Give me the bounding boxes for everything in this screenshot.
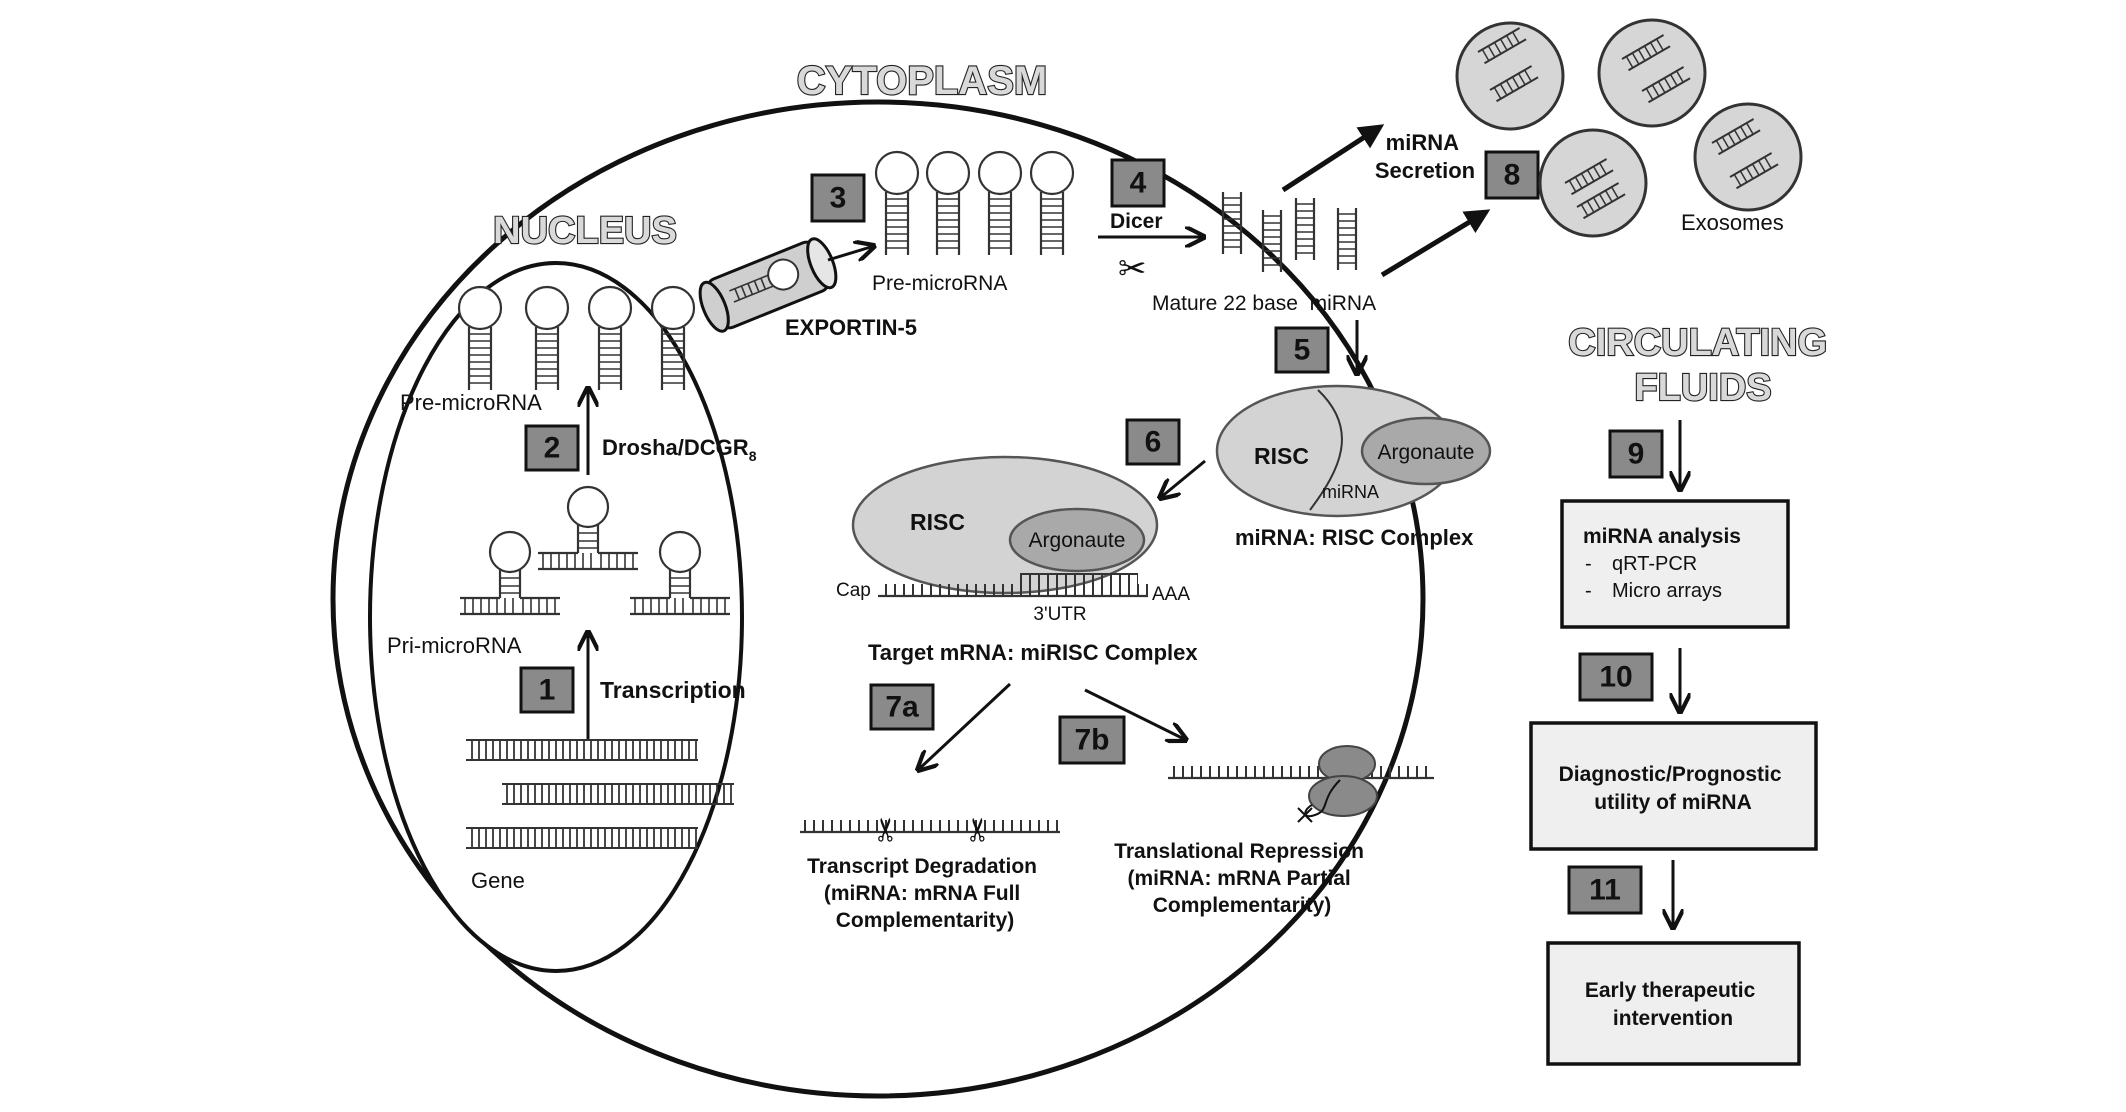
step-10-box: 10 — [1578, 652, 1654, 702]
exportin-5-channel — [698, 237, 838, 333]
step-3-box: 3 — [810, 173, 866, 223]
ribosome-small-subunit — [1308, 775, 1378, 817]
step-1-box: 1 — [519, 666, 575, 714]
svg-text:6: 6 — [1145, 426, 1162, 459]
exosome-3 — [1538, 128, 1648, 238]
diagnostic-utility-label: Diagnostic/Prognostic utility of miRNA — [1559, 763, 1788, 814]
diagnostic-utility-box — [1529, 721, 1818, 851]
svg-text:2: 2 — [544, 432, 561, 465]
step-7a-box: 7a — [869, 683, 935, 731]
argonaute-label-right: Argonaute — [1378, 441, 1475, 464]
degradation-label: Transcript Degradation (miRNA: mRNA Full… — [807, 855, 1043, 932]
drosha-label: Drosha/DCGR8 — [602, 435, 757, 464]
svg-text:7a: 7a — [885, 691, 919, 724]
step-3-arrow — [827, 246, 874, 260]
risc-complex-title: miRNA: RISC Complex — [1235, 525, 1474, 550]
gene-dna — [466, 739, 734, 849]
step-6-box: 6 — [1125, 418, 1181, 466]
step-4-box: 4 — [1110, 158, 1166, 208]
degraded-transcript — [800, 820, 1060, 834]
scissors-icon: ✂ — [867, 816, 905, 843]
scissors-icon: ✂ — [959, 816, 997, 843]
svg-text:9: 9 — [1628, 438, 1645, 471]
cap-label: Cap — [836, 580, 871, 601]
exosome-4 — [1693, 102, 1803, 212]
dicer-label: Dicer — [1110, 210, 1163, 233]
step-6-arrow — [1160, 459, 1206, 498]
aaa-label: AAA — [1152, 584, 1190, 605]
secretion-arrow-upper — [1281, 124, 1385, 193]
analysis-item-qrt-pcr: qRT-PCR — [1612, 553, 1697, 575]
step-7b-box: 7b — [1058, 715, 1126, 765]
step-11-box: 11 — [1567, 865, 1643, 915]
analysis-item-microarrays: Micro arrays — [1612, 580, 1722, 602]
pre-microrna-nucleus-label: Pre-microRNA — [400, 390, 542, 415]
step-2-box: 2 — [524, 424, 580, 472]
therapeutic-intervention-label: Early therapeutic intervention — [1585, 979, 1761, 1030]
svg-text:8: 8 — [1504, 159, 1521, 192]
gene-label: Gene — [471, 868, 525, 893]
risc-label-right: RISC — [1254, 443, 1309, 469]
mature-mirna-label: Mature 22 base miRNA — [1152, 292, 1376, 315]
svg-text:10: 10 — [1599, 661, 1632, 694]
circulating-fluids-title: CIRCULATING FLUIDS — [1568, 322, 1838, 409]
scissors-icon: ✂ — [1118, 249, 1147, 289]
mirna-small-label: miRNA — [1322, 482, 1379, 502]
therapeutic-intervention-box — [1546, 941, 1801, 1066]
analysis-bullet: - — [1585, 580, 1592, 602]
cytoplasm-label: CYTOPLASM — [797, 59, 1047, 103]
svg-text:5: 5 — [1294, 334, 1311, 367]
step-9-box: 9 — [1608, 429, 1664, 479]
argonaute-label-left: Argonaute — [1029, 529, 1126, 552]
exosomes-label: Exosomes — [1681, 210, 1784, 235]
svg-text:7b: 7b — [1074, 724, 1109, 757]
step-7a-arrow — [918, 682, 1012, 770]
exosome-2 — [1597, 18, 1707, 128]
mirna-analysis-title: miRNA analysis — [1583, 525, 1741, 548]
target-mirisc-complex — [851, 455, 1159, 598]
secretion-label: miRNA Secretion — [1375, 130, 1475, 183]
svg-text:11: 11 — [1589, 874, 1621, 907]
pre-microrna-cytoplasm-label: Pre-microRNA — [872, 272, 1007, 295]
svg-text:4: 4 — [1130, 167, 1147, 200]
analysis-bullet: - — [1585, 553, 1592, 575]
step-7b-arrow — [1084, 688, 1186, 740]
repression-label: Translational Repression (miRNA: mRNA Pa… — [1114, 840, 1370, 917]
target-complex-title: Target mRNA: miRISC Complex — [868, 640, 1198, 665]
exosome-group — [1455, 18, 1803, 238]
pri-microrna-label: Pri-microRNA — [387, 633, 522, 658]
step-5-box: 5 — [1274, 326, 1330, 374]
step-8-box: 8 — [1484, 150, 1540, 200]
risc-label-left: RISC — [910, 509, 965, 535]
risc-complex — [1215, 384, 1492, 518]
secretion-arrow-lower — [1380, 209, 1491, 278]
transcription-label: Transcription — [600, 677, 746, 703]
utr-label: 3'UTR — [1033, 604, 1086, 625]
svg-text:1: 1 — [539, 674, 556, 707]
exosome-1 — [1455, 21, 1565, 131]
svg-text:3: 3 — [830, 182, 847, 215]
nucleus-label: NUCLEUS — [493, 210, 677, 252]
mirna-analysis-box — [1560, 499, 1790, 629]
exportin-label: EXPORTIN-5 — [785, 315, 917, 340]
translational-repression-mrna — [1168, 745, 1434, 823]
